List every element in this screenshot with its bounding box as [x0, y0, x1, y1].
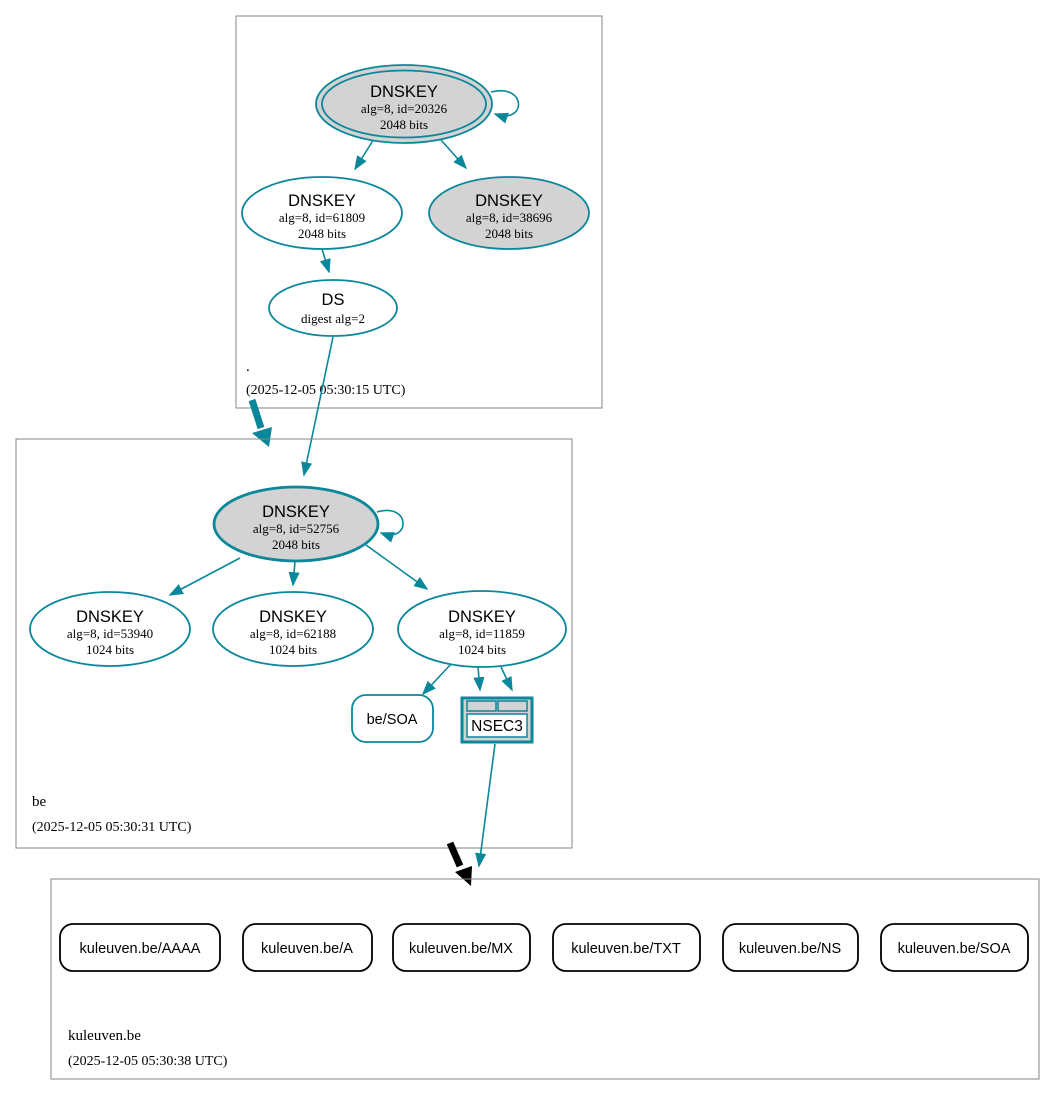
- rrset-mx-rect[interactable]: [392, 923, 531, 972]
- dnskey-62188-detail: alg=8, id=62188: [250, 626, 336, 641]
- delegation-be-to-kuleuven: [446, 743, 496, 886]
- zone-be: be (2025-12-05 05:30:31 UTC) DNSKEY alg=…: [15, 438, 573, 849]
- node-nsec3[interactable]: NSEC3: [460, 696, 534, 744]
- zone-root-label: .: [246, 359, 250, 375]
- rrset-txt-rect[interactable]: [552, 923, 701, 972]
- zone-be-label: be: [32, 794, 47, 810]
- delegation-root-be-shaft: [248, 398, 265, 430]
- dnskey-61809-bits: 2048 bits: [298, 226, 346, 241]
- dnskey-53940-ellipse[interactable]: [29, 591, 191, 667]
- be-soa-rect[interactable]: [351, 694, 434, 743]
- dnskey-53940-title: DNSKEY: [76, 608, 144, 626]
- rrset-aaaa-rect[interactable]: [59, 923, 221, 972]
- nsec3-label-cell: [466, 713, 528, 738]
- rrset-kuleuven-soa[interactable]: kuleuven.be/SOA: [880, 923, 1029, 972]
- zone-kuleuven-timestamp: (2025-12-05 05:30:38 UTC): [68, 1054, 228, 1069]
- dnskey-52756-detail: alg=8, id=52756: [253, 521, 340, 536]
- dnskey-11859-bits: 1024 bits: [458, 642, 506, 657]
- dnskey-62188-ellipse[interactable]: [212, 591, 374, 667]
- rrset-a-label: kuleuven.be/A: [261, 941, 353, 957]
- rrset-kuleuven-a[interactable]: kuleuven.be/A: [242, 923, 373, 972]
- zone-box-root: [235, 15, 603, 409]
- edge-root-ksk-selfsign: [490, 89, 520, 124]
- node-dnskey-11859[interactable]: DNSKEY alg=8, id=11859 1024 bits: [397, 590, 567, 668]
- node-dnskey-62188[interactable]: DNSKEY alg=8, id=62188 1024 bits: [212, 591, 374, 667]
- nsec3-cell-left: [466, 700, 497, 712]
- dnskey-62188-title: DNSKEY: [259, 608, 327, 626]
- ds-detail: digest alg=2: [301, 311, 365, 326]
- ds-ellipse[interactable]: [268, 279, 398, 337]
- edge-be-ksk-to-62188: [288, 560, 300, 587]
- edge-root-ksk-to-zsk: [354, 138, 375, 171]
- dnskey-52756-title: DNSKEY: [262, 503, 330, 521]
- node-dnskey-61809[interactable]: DNSKEY alg=8, id=61809 2048 bits: [241, 176, 403, 250]
- dnskey-52756-ellipse[interactable]: [212, 485, 380, 563]
- nsec3-label: NSEC3: [471, 718, 523, 735]
- rrset-soa-rect[interactable]: [880, 923, 1029, 972]
- dnskey-11859-detail: alg=8, id=11859: [439, 626, 525, 641]
- rrset-kuleuven-mx[interactable]: kuleuven.be/MX: [392, 923, 531, 972]
- dnskey-20326-title: DNSKEY: [370, 83, 438, 101]
- delegation-root-be-arrowhead: [252, 427, 272, 447]
- edge-be-ksk-selfsign: [376, 509, 404, 543]
- node-be-soa[interactable]: be/SOA: [351, 694, 434, 743]
- zone-kuleuven: kuleuven.be (2025-12-05 05:30:38 UTC) ku…: [50, 878, 1040, 1080]
- rrset-a-rect[interactable]: [242, 923, 373, 972]
- zone-root: . (2025-12-05 05:30:15 UTC) DNSKEY alg=8…: [235, 15, 603, 477]
- zone-box-kuleuven: [50, 878, 1040, 1080]
- dnskey-61809-title: DNSKEY: [288, 192, 356, 210]
- delegation-be-kuleuven-shaft: [446, 841, 464, 868]
- dnskey-62188-bits: 1024 bits: [269, 642, 317, 657]
- dnskey-20326-detail: alg=8, id=20326: [361, 101, 448, 116]
- edge-ds-to-be-ksk: [301, 336, 334, 477]
- zone-box-be: [15, 438, 573, 849]
- rrset-kuleuven-txt[interactable]: kuleuven.be/TXT: [552, 923, 701, 972]
- dnskey-38696-ellipse[interactable]: [428, 176, 590, 250]
- zone-root-timestamp: (2025-12-05 05:30:15 UTC): [246, 383, 406, 398]
- rrset-kuleuven-ns[interactable]: kuleuven.be/NS: [722, 923, 859, 972]
- dnskey-53940-detail: alg=8, id=53940: [67, 626, 153, 641]
- zone-be-timestamp: (2025-12-05 05:30:31 UTC): [32, 820, 192, 835]
- rrset-ns-rect[interactable]: [722, 923, 859, 972]
- edge-be-ksk-to-53940: [168, 557, 241, 596]
- ds-title: DS: [322, 291, 345, 309]
- node-dnskey-53940[interactable]: DNSKEY alg=8, id=53940 1024 bits: [29, 591, 191, 667]
- edge-root-zsk-to-ds: [319, 248, 331, 274]
- be-soa-label: be/SOA: [367, 712, 418, 728]
- edge-11859-to-nsec3-right: [500, 666, 513, 692]
- rrset-kuleuven-aaaa[interactable]: kuleuven.be/AAAA: [59, 923, 221, 972]
- edge-11859-to-nsec3-left: [473, 666, 485, 692]
- rrset-aaaa-label: kuleuven.be/AAAA: [80, 941, 201, 957]
- dnskey-53940-bits: 1024 bits: [86, 642, 134, 657]
- node-dnskey-52756[interactable]: DNSKEY alg=8, id=52756 2048 bits: [212, 485, 380, 563]
- zone-kuleuven-label: kuleuven.be: [68, 1028, 141, 1044]
- rrset-txt-label: kuleuven.be/TXT: [571, 941, 681, 957]
- node-dnskey-38696[interactable]: DNSKEY alg=8, id=38696 2048 bits: [428, 176, 590, 250]
- dnskey-52756-bits: 2048 bits: [272, 537, 320, 552]
- delegation-root-to-be: [248, 398, 272, 447]
- dnskey-38696-title: DNSKEY: [475, 192, 543, 210]
- rrset-mx-label: kuleuven.be/MX: [409, 941, 513, 957]
- dnskey-38696-detail: alg=8, id=38696: [466, 210, 553, 225]
- edge-nsec3-to-kuleuven: [475, 743, 496, 868]
- edge-root-ksk-to-standby: [440, 139, 468, 170]
- node-dnskey-20326[interactable]: DNSKEY alg=8, id=20326 2048 bits: [315, 64, 493, 144]
- edge-be-ksk-to-11859: [365, 544, 429, 590]
- dnskey-11859-ellipse[interactable]: [397, 590, 567, 668]
- dnskey-20326-inner-ellipse: [321, 69, 487, 139]
- delegation-be-kuleuven-arrowhead: [455, 866, 472, 886]
- dnskey-38696-bits: 2048 bits: [485, 226, 533, 241]
- dnskey-20326-bits: 2048 bits: [380, 117, 428, 132]
- dnskey-11859-title: DNSKEY: [448, 608, 516, 626]
- dnskey-61809-ellipse[interactable]: [241, 176, 403, 250]
- dnskey-61809-detail: alg=8, id=61809: [279, 210, 365, 225]
- dnskey-20326-outer-ellipse[interactable]: [315, 64, 493, 144]
- node-ds-root[interactable]: DS digest alg=2: [268, 279, 398, 337]
- edge-11859-to-soa: [421, 662, 453, 696]
- rrset-ns-label: kuleuven.be/NS: [739, 941, 841, 957]
- rrset-soa-label: kuleuven.be/SOA: [898, 941, 1011, 957]
- nsec3-cell-right: [497, 700, 528, 712]
